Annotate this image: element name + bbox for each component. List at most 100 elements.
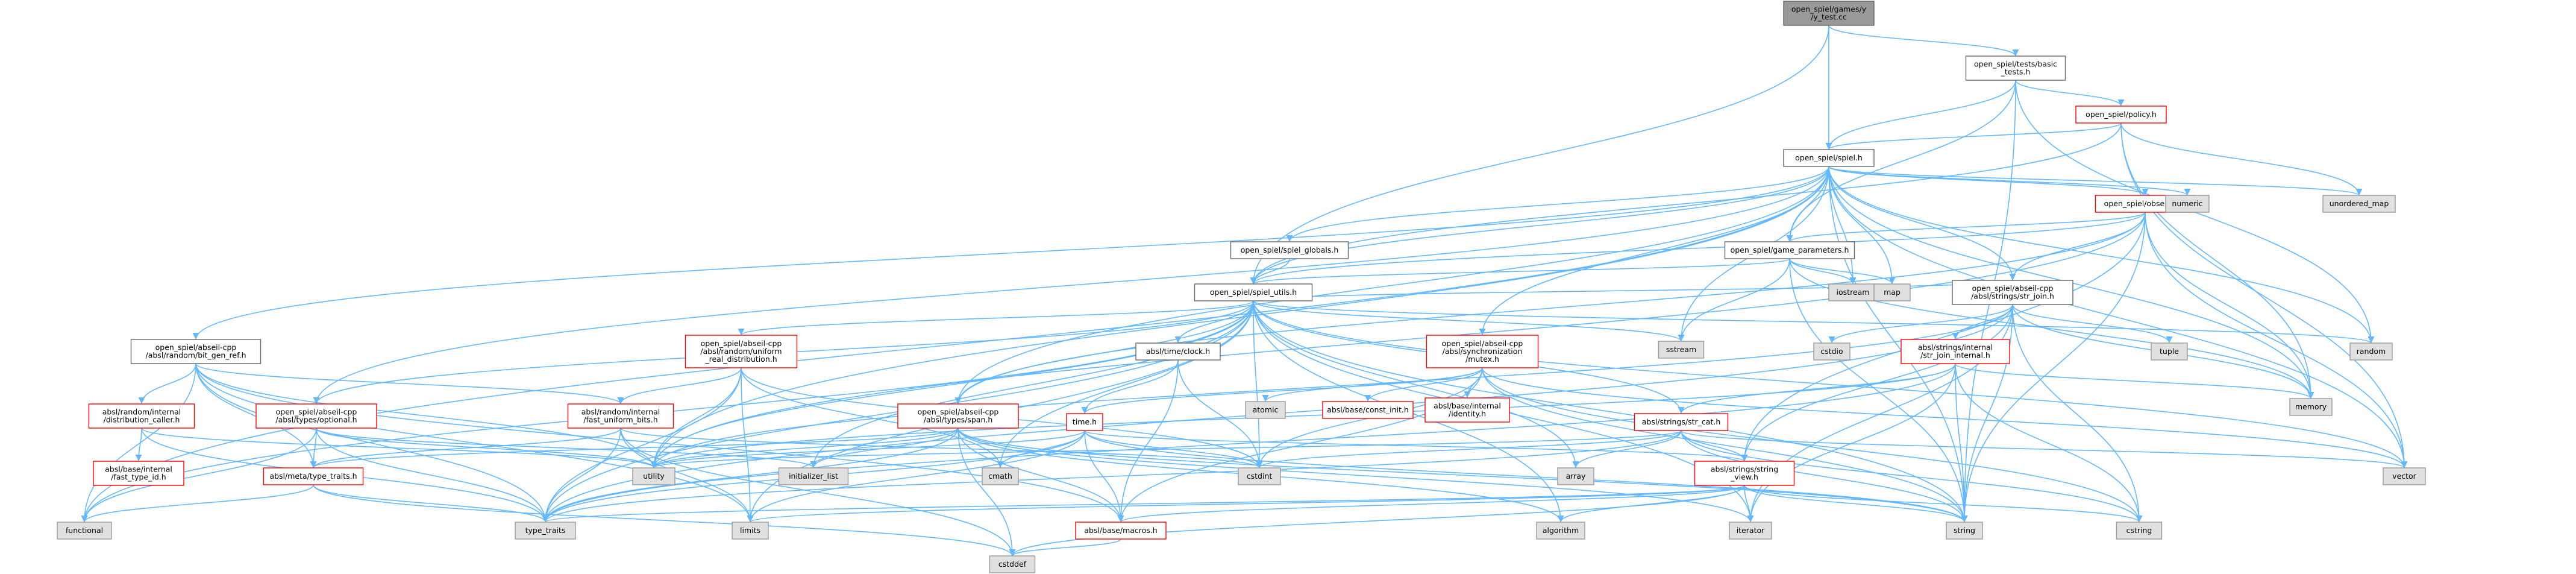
node-label: absl/random/internal — [581, 408, 660, 417]
dependency-edge — [1789, 258, 1968, 523]
dependency-edge — [650, 430, 1085, 468]
system-header-node: initializer_list — [778, 467, 849, 485]
node-label: open_spiel/abseil-cpp — [701, 339, 782, 348]
dependency-edge — [1955, 363, 2314, 399]
header-node[interactable]: open_spiel/abseil-cpp/absl/random/unifor… — [685, 335, 798, 368]
node-label: absl/base/internal — [1434, 402, 1501, 411]
system-header-node: cstddef — [989, 555, 1036, 573]
node-box — [1729, 522, 1772, 540]
node-box — [982, 467, 1019, 485]
dependency-edge — [1250, 166, 1829, 285]
dependency-edge — [1117, 485, 1745, 523]
header-node[interactable]: time.h — [1066, 413, 1103, 431]
node-label: unordered_map — [2330, 199, 2389, 208]
dependency-edge — [1789, 258, 2314, 399]
dependency-edge — [2145, 212, 2408, 468]
header-node[interactable]: open_spiel/abseil-cpp/absl/types/span.h — [897, 403, 1019, 429]
dependency-edge — [1253, 300, 1685, 342]
header-node[interactable]: absl/base/const_init.h — [1322, 401, 1414, 419]
node-label: tuple — [2160, 347, 2179, 356]
dependency-edge — [195, 363, 549, 523]
node-label: iterator — [1737, 526, 1765, 535]
dependency-edge — [1572, 430, 1682, 468]
system-header-node: iostream — [1828, 283, 1878, 301]
dependency-edge — [738, 300, 1254, 336]
node-label: absl/base/internal — [105, 465, 172, 474]
system-header-node: type_traits — [515, 522, 576, 540]
header-node[interactable]: open_spiel/policy.h — [2075, 106, 2167, 124]
node-label: algorithm — [1543, 526, 1579, 535]
node-label: absl/strings/string — [1711, 465, 1778, 474]
header-node[interactable]: open_spiel/spiel_globals.h — [1230, 241, 1349, 259]
node-label: time.h — [1073, 417, 1097, 426]
dependency-edge — [316, 427, 817, 468]
dependency-edge — [310, 427, 959, 468]
header-node[interactable]: absl/strings/str_cat.h — [1634, 413, 1729, 431]
header-node[interactable]: open_spiel/abseil-cpp/absl/synchronizati… — [1426, 335, 1539, 368]
node-label: cstdio — [1820, 347, 1843, 356]
dependency-edge — [192, 166, 1829, 340]
header-node[interactable]: open_spiel/spiel.h — [1783, 149, 1875, 167]
node-box — [1424, 397, 1510, 423]
dependency-edge — [1009, 485, 1745, 557]
dependency-edge — [1955, 363, 2143, 523]
header-node[interactable]: absl/random/internal/distribution_caller… — [88, 403, 195, 429]
node-box — [1813, 342, 1851, 361]
dependency-edge — [1789, 258, 1857, 285]
header-node[interactable]: absl/meta/type_traits.h — [263, 467, 364, 485]
dependency-edge — [1681, 430, 1968, 523]
header-node[interactable]: open_spiel/abseil-cpp/absl/random/bit_ge… — [130, 339, 262, 364]
node-box — [2075, 106, 2167, 124]
node-label: atomic — [1253, 405, 1279, 414]
edge-layer — [81, 25, 2408, 557]
header-node[interactable]: absl/random/internal/fast_uniform_bits.h — [567, 403, 674, 429]
node-box — [2289, 398, 2333, 416]
node-box — [1066, 413, 1103, 431]
header-node[interactable]: absl/strings/string_view.h — [1694, 461, 1795, 486]
node-box — [685, 335, 798, 368]
node-box — [732, 522, 769, 540]
header-node[interactable]: open_spiel/abseil-cpp/absl/strings/str_j… — [1952, 280, 2073, 305]
node-box — [2349, 342, 2393, 361]
node-box — [2165, 195, 2210, 213]
header-node[interactable]: absl/time/clock.h — [1135, 342, 1221, 361]
header-node[interactable]: open_spiel/spiel_utils.h — [1194, 283, 1313, 301]
dependency-edge — [741, 367, 754, 523]
node-label: /str_join_internal.h — [1920, 351, 1990, 360]
node-label: absl/base/macros.h — [1084, 526, 1157, 535]
dependency-edge — [1744, 485, 1754, 523]
dependency-edge — [1009, 538, 1121, 557]
header-node[interactable]: open_spiel/games/y/y_test.cc — [1783, 1, 1875, 26]
header-node[interactable]: open_spiel/tests/basic_tests.h — [1965, 55, 2066, 81]
system-header-node: unordered_map — [2322, 195, 2396, 213]
dependency-edge — [1828, 25, 2019, 57]
system-header-node: cstdint — [1238, 467, 1281, 485]
node-label: open_spiel/tests/basic — [1974, 60, 2057, 69]
dependency-edge — [1828, 166, 2016, 281]
dependency-edge — [1744, 485, 1968, 523]
system-header-node: limits — [732, 522, 769, 540]
header-node[interactable]: absl/base/internal/fast_type_id.h — [93, 461, 184, 486]
header-node[interactable]: open_spiel/abseil-cpp/absl/types/optiona… — [255, 403, 377, 429]
dependency-edge — [1789, 258, 1896, 285]
node-label: /absl/random/uniform — [700, 347, 782, 356]
dependency-edge — [1828, 166, 2191, 196]
system-header-node: map — [1873, 283, 1911, 301]
node-label: absl/strings/str_cat.h — [1642, 417, 1721, 426]
dependency-edge — [1174, 300, 1254, 344]
system-header-node: cstring — [2116, 522, 2163, 540]
node-box — [2151, 342, 2188, 361]
node-label: functional — [66, 526, 103, 535]
header-node[interactable]: open_spiel/game_parameters.h — [1724, 241, 1855, 259]
header-node[interactable]: absl/strings/internal/str_join_internal.… — [1901, 339, 2010, 364]
dependency-edge — [542, 363, 1956, 523]
header-node[interactable]: absl/base/macros.h — [1075, 522, 1167, 540]
dependency-edge — [1786, 212, 2146, 242]
node-box — [1901, 339, 2010, 364]
node-label: /distribution_caller.h — [104, 415, 180, 424]
node-label: utility — [643, 472, 665, 481]
dependency-edge — [651, 430, 1682, 468]
header-node[interactable]: absl/base/internal/identity.h — [1424, 397, 1510, 423]
node-box — [263, 467, 364, 485]
node-label: absl/random/internal — [102, 408, 181, 417]
